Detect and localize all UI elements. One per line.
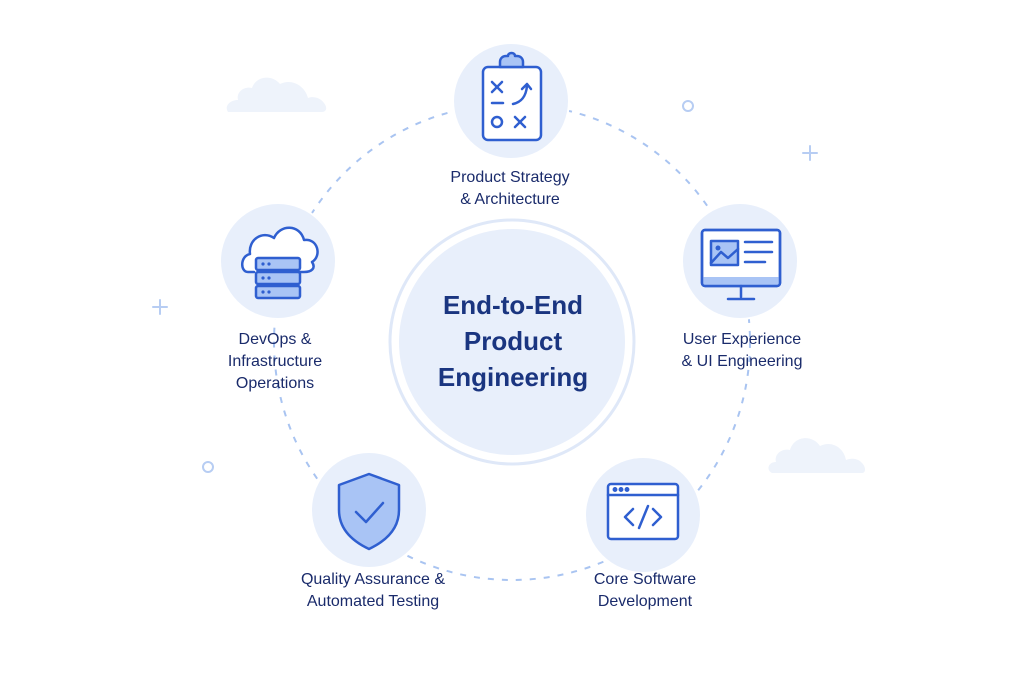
shield-check-icon xyxy=(337,472,401,551)
cloud-server-icon xyxy=(241,226,319,300)
plus-decoration-left xyxy=(152,299,168,315)
node-label-qa: Quality Assurance & Automated Testing xyxy=(301,569,445,613)
center-title-line: End-to-End xyxy=(442,290,584,320)
label-line: Operations xyxy=(235,375,315,392)
label-line: & UI Engineering xyxy=(681,353,803,370)
node-label-ux: User Experience & UI Engineering xyxy=(682,329,803,373)
node-label-dev: Core Software Development xyxy=(594,569,696,613)
node-label-strategy: Product Strategy & Architecture xyxy=(450,167,569,211)
center-title: End-to-End Product Engineering xyxy=(438,287,588,395)
center-hub-outer-ring xyxy=(388,218,636,466)
label-line: Product Strategy xyxy=(450,169,570,186)
cloud-decoration-right xyxy=(768,438,865,473)
cloud-decoration-left xyxy=(226,77,327,112)
node-label-devops: DevOps & Infrastructure Operations xyxy=(228,329,322,395)
monitor-layout-icon xyxy=(700,228,782,301)
label-line: Automated Testing xyxy=(306,593,440,610)
label-line: User Experience xyxy=(682,331,802,348)
clipboard-strategy-icon xyxy=(481,51,543,142)
center-hub xyxy=(399,229,625,455)
label-line: Development xyxy=(597,593,693,610)
ring-decoration-top-right xyxy=(682,100,694,112)
plus-decoration-right xyxy=(802,145,818,161)
ring-decoration-bottom-left xyxy=(202,461,214,473)
code-window-icon xyxy=(606,482,680,541)
label-line: Quality Assurance & xyxy=(300,571,446,588)
center-title-line: Product xyxy=(463,326,563,356)
label-line: Core Software xyxy=(593,571,697,588)
label-line: & Architecture xyxy=(460,191,560,208)
label-line: DevOps & xyxy=(238,331,312,348)
center-title-line: Engineering xyxy=(437,362,589,392)
label-line: Infrastructure xyxy=(227,353,323,370)
